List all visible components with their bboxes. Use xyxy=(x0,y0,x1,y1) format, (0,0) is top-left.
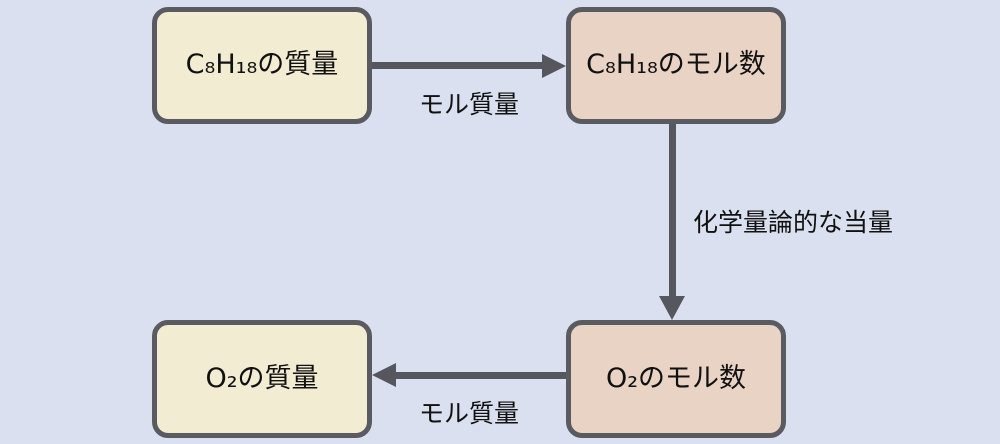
arrow-head-right-icon xyxy=(542,54,566,78)
arrow-head-down-icon xyxy=(659,296,685,320)
arrow-line-moles-to-mass xyxy=(394,372,566,379)
arrow-line-moles-to-moles xyxy=(669,124,676,298)
box-o2-mass-label: O₂の質量 xyxy=(205,362,319,394)
arrow-line-mass-to-moles xyxy=(372,62,544,69)
edge-label-molar-mass-top: モル質量 xyxy=(418,90,519,119)
arrow-head-left-icon xyxy=(372,363,396,387)
box-c8h18-moles-label: C₈H₁₈のモル数 xyxy=(586,49,766,81)
edge-label-stoichiometric-equivalent: 化学量論的な当量 xyxy=(693,208,894,237)
box-c8h18-mass-label: C₈H₁₈の質量 xyxy=(185,49,339,81)
box-o2-moles: O₂のモル数 xyxy=(566,320,786,438)
box-o2-mass: O₂の質量 xyxy=(152,320,372,438)
edge-label-molar-mass-bottom: モル質量 xyxy=(418,399,519,428)
box-c8h18-mass: C₈H₁₈の質量 xyxy=(152,7,372,124)
box-c8h18-moles: C₈H₁₈のモル数 xyxy=(566,7,786,124)
box-o2-moles-label: O₂のモル数 xyxy=(605,362,747,394)
